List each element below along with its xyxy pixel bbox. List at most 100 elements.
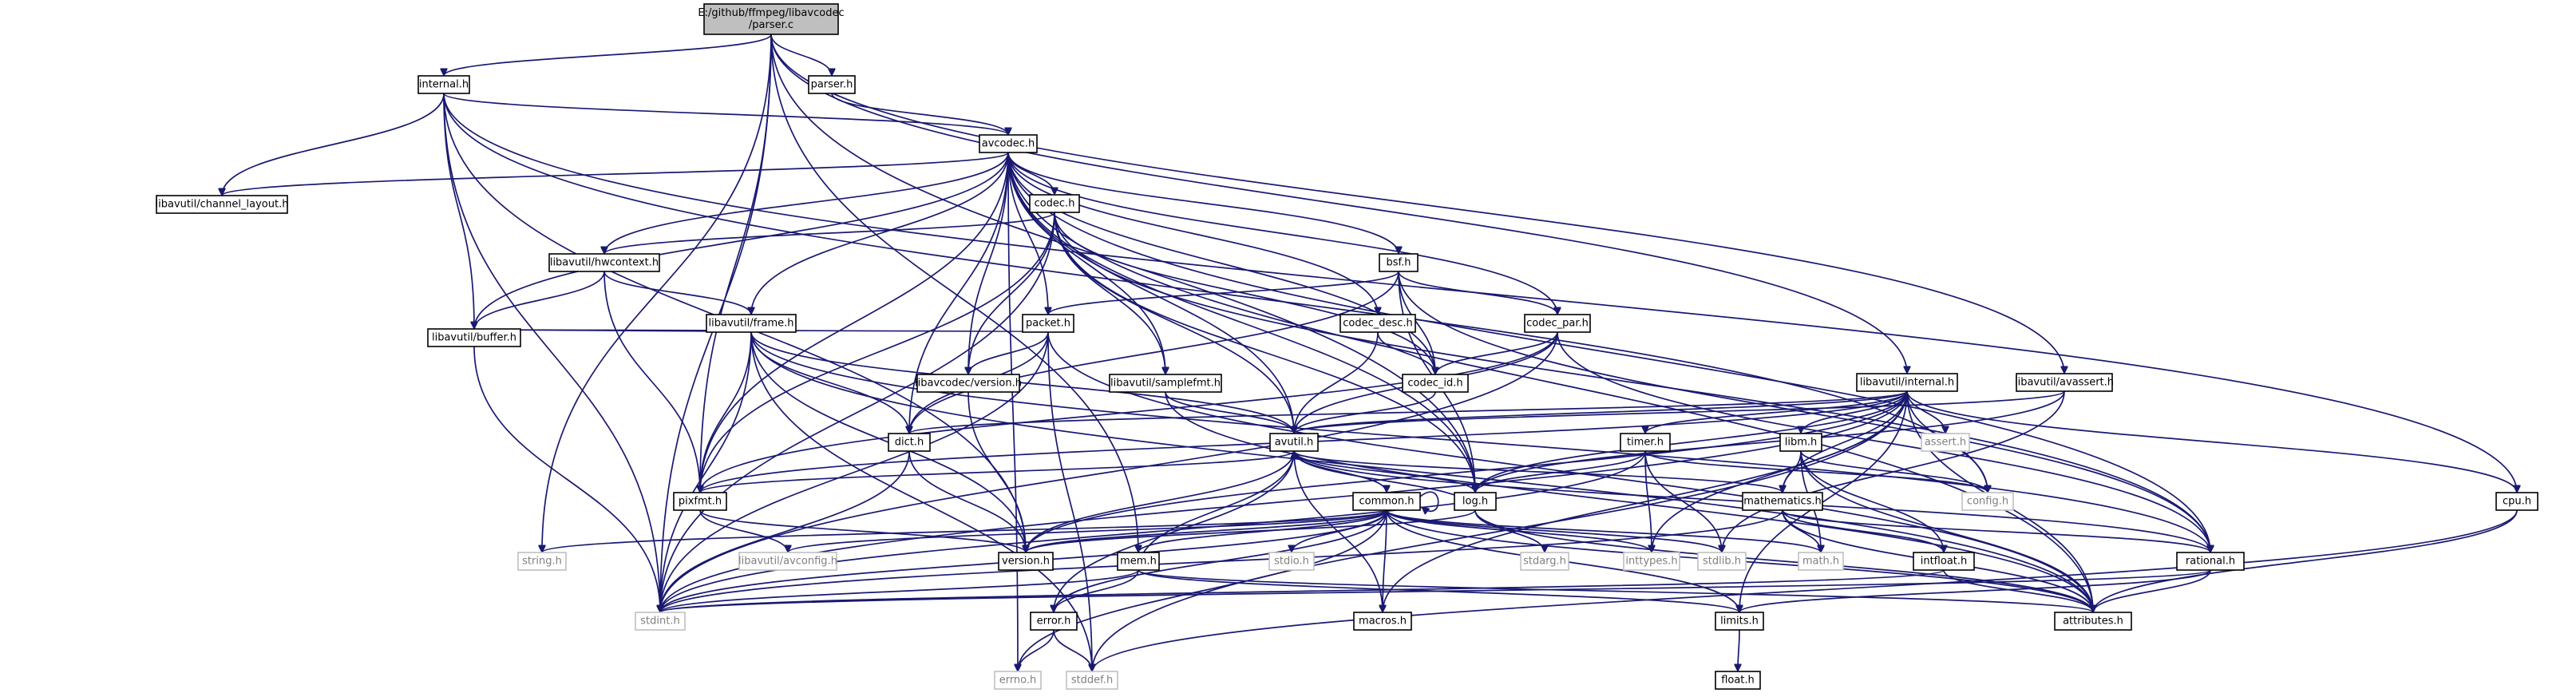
node-limits-h[interactable]: limits.h	[1715, 612, 1764, 631]
node-label: error.h	[1037, 616, 1071, 628]
node-avutil-h[interactable]: avutil.h	[1269, 433, 1319, 452]
edge-limits_h-to-float_h	[1738, 629, 1739, 671]
edge-lu_internal_h-to-timer_h	[1645, 390, 1908, 434]
edge-codec_h-to-codec_id_h	[1054, 212, 1435, 374]
node-box	[1524, 314, 1591, 333]
node-timer-h[interactable]: timer.h	[1620, 433, 1671, 452]
node-frame-h[interactable]: libavutil/frame.h	[706, 314, 797, 333]
edge-intfloat_h-to-stdint_h	[660, 569, 1945, 612]
node-label: internal.h	[419, 79, 469, 91]
edge-avcodec_h-to-buffer_h	[474, 152, 1009, 329]
edge-internal_h-to-avcodec_h	[443, 93, 1008, 135]
edge-bsf_h-to-dict_h	[909, 271, 1399, 434]
node-inttypes-h[interactable]: inttypes.h	[1623, 552, 1680, 571]
node-label: codec_desc.h	[1343, 318, 1413, 330]
node-string-h[interactable]: string.h	[517, 552, 567, 571]
node-hwcontext-h[interactable]: libavutil/hwcontext.h	[548, 253, 660, 272]
edge-lu_internal_h-to-log_h	[1475, 390, 1908, 493]
node-box	[417, 75, 470, 94]
edge-avcodec_h-to-codec_par_h	[1007, 152, 1557, 315]
node-label: codec_id.h	[1407, 378, 1462, 390]
edge-libm_h-to-mathematics_h	[1783, 450, 1802, 493]
node-errno-h[interactable]: errno.h	[994, 671, 1042, 690]
node-mem-h[interactable]: mem.h	[1117, 552, 1160, 571]
node-buffer-h[interactable]: libavutil/buffer.h	[427, 328, 521, 347]
node-log-h[interactable]: log.h	[1454, 492, 1497, 511]
node-box	[1268, 552, 1315, 571]
node-cpu-h[interactable]: cpu.h	[2495, 492, 2538, 511]
node-stdarg-h[interactable]: stdarg.h	[1520, 552, 1569, 571]
edge-avcodec_h-to-bsf_h	[1007, 152, 1399, 254]
node-dict-h[interactable]: dict.h	[888, 433, 931, 452]
node-assert-h[interactable]: assert.h	[1921, 433, 1970, 452]
node-rational-h[interactable]: rational.h	[2176, 552, 2245, 571]
node-box	[1742, 492, 1823, 511]
node-box	[888, 433, 931, 452]
edge-avutil_h-to-error_h	[1054, 450, 1295, 612]
node-mathematics-h[interactable]: mathematics.h	[1742, 492, 1823, 511]
node-error-h[interactable]: error.h	[1030, 612, 1078, 631]
edge-codec_desc_h-to-avutil_h	[1294, 331, 1379, 434]
node-stdint-h[interactable]: stdint.h	[635, 612, 686, 631]
node-label: stdlib.h	[1703, 556, 1741, 568]
edge-timer_h-to-log_h	[1475, 450, 1646, 493]
node-label: libavutil/avconfig.h	[738, 556, 837, 568]
edge-lu_internal_h-to-cpu_h	[1906, 390, 2517, 493]
edge-dict_h-to-stdint_h	[660, 450, 910, 612]
node-codec-id-h[interactable]: codec_id.h	[1402, 374, 1469, 393]
edge-codec_h-to-samplefmt_h	[1054, 212, 1165, 374]
node-channel-layout-h[interactable]: libavutil/channel_layout.h	[156, 195, 289, 214]
edge-common_h-to-inttypes_h	[1386, 509, 1652, 552]
edge-internal_h-to-stdint_h	[443, 93, 660, 612]
node-samplefmt-h[interactable]: libavutil/samplefmt.h	[1109, 374, 1222, 393]
node-common-h[interactable]: common.h	[1352, 492, 1421, 511]
node-box	[703, 3, 839, 35]
edge-timer_h-to-stdlib_h	[1644, 450, 1722, 552]
node-stddef-h[interactable]: stddef.h	[1066, 671, 1118, 690]
node-avcodec-h[interactable]: avcodec.h	[979, 134, 1038, 153]
node-libm-h[interactable]: libm.h	[1779, 433, 1822, 452]
node-label: limits.h	[1720, 616, 1759, 628]
node-pixfmt-h[interactable]: pixfmt.h	[673, 492, 727, 511]
node-box	[1921, 433, 1970, 452]
edge-error_h-to-stddef_h	[1053, 629, 1092, 671]
edge-samplefmt_h-to-avutil_h	[1165, 391, 1294, 434]
edge-lu_internal_h-to-inttypes_h	[1652, 390, 1908, 552]
edge-lu_internal_h-to-dict_h	[909, 390, 1908, 434]
node-stdlib-h[interactable]: stdlib.h	[1697, 552, 1747, 571]
node-codec-par-h[interactable]: codec_par.h	[1524, 314, 1591, 333]
node-parser-c[interactable]: E:/github/ffmpeg/libavcodec/parser.c	[698, 3, 845, 35]
node-codec-h[interactable]: codec.h	[1029, 194, 1080, 213]
node-avassert-h[interactable]: libavutil/avassert.h	[2015, 373, 2114, 392]
node-lu-internal-h[interactable]: libavutil/internal.h	[1856, 373, 1958, 392]
node-label: version.h	[1002, 556, 1050, 568]
edge-codec_h-to-hwcontext_h	[604, 212, 1055, 254]
node-box	[1352, 492, 1421, 511]
node-macros-h[interactable]: macros.h	[1353, 612, 1412, 631]
node-avconfig-h[interactable]: libavutil/avconfig.h	[738, 552, 837, 571]
node-box	[1798, 552, 1844, 571]
node-float-h[interactable]: float.h	[1715, 671, 1761, 690]
node-intfloat-h[interactable]: intfloat.h	[1913, 552, 1975, 571]
edge-avcodec_h-to-samplefmt_h	[1007, 152, 1165, 374]
node-box	[2495, 492, 2538, 511]
edge-parser_c-to-lu_internal_h	[770, 34, 1907, 374]
node-version-h[interactable]: version.h	[998, 552, 1054, 571]
node-internal-h[interactable]: internal.h	[417, 75, 470, 94]
node-math-h[interactable]: math.h	[1798, 552, 1844, 571]
edge-lu_internal_h-to-stdint_h	[660, 390, 1908, 612]
node-attributes-h[interactable]: attributes.h	[2054, 612, 2132, 631]
node-config-h[interactable]: config.h	[1961, 492, 2014, 511]
edge-bsf_h-to-codec_par_h	[1398, 271, 1557, 315]
node-codec-desc-h[interactable]: codec_desc.h	[1339, 314, 1416, 333]
node-stdio-h[interactable]: stdio.h	[1268, 552, 1315, 571]
node-lc-version-h[interactable]: libavcodec/version.h	[915, 374, 1022, 393]
edge-frame_h-to-avutil_h	[750, 331, 1294, 434]
edge-bsf_h-to-packet_h	[1048, 271, 1399, 315]
edge-internal_h-to-channel_layout_h	[222, 93, 445, 196]
node-box	[548, 253, 660, 272]
node-box	[2016, 373, 2113, 392]
node-packet-h[interactable]: packet.h	[1022, 314, 1074, 333]
node-bsf-h[interactable]: bsf.h	[1379, 253, 1419, 272]
node-parser-h[interactable]: parser.h	[808, 75, 856, 94]
